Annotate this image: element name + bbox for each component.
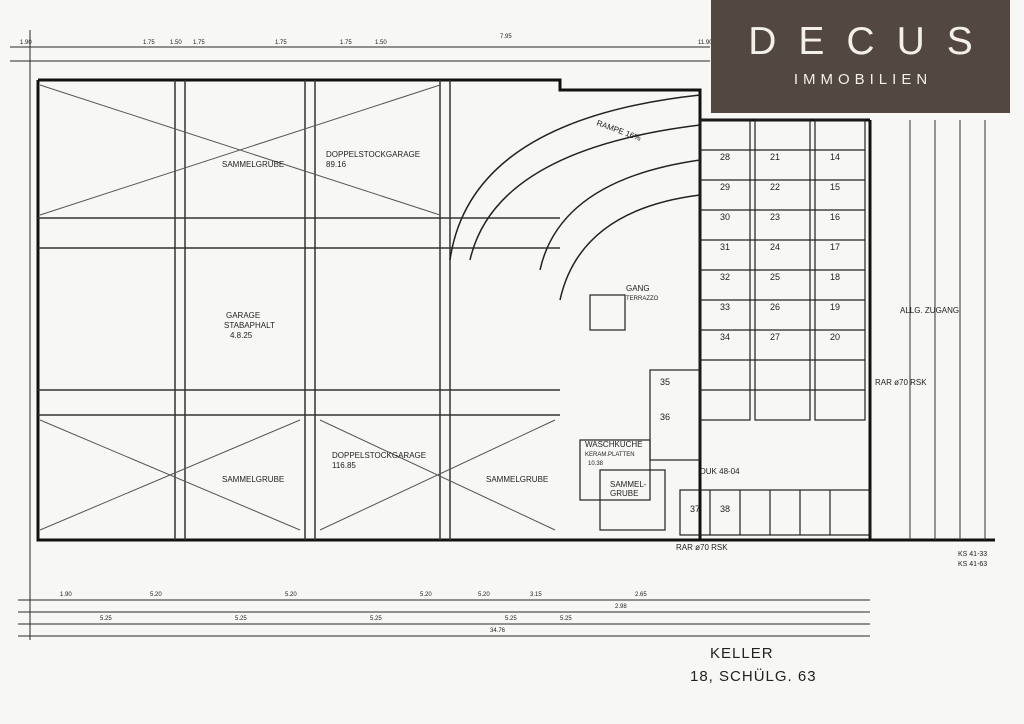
- dim-total: 34.76: [490, 628, 506, 634]
- dim-bottom-2: 5.20: [150, 592, 162, 598]
- room-area-garage: 4.8.25: [230, 331, 253, 340]
- room-label-waschkueche: WASCHKÜCHE: [585, 440, 642, 449]
- label-rar-bottom: RAR ø70 RSK: [676, 543, 728, 552]
- storage-cell-number: 31: [720, 242, 730, 252]
- room-label-gang-floor: TERRAZZO: [626, 296, 659, 302]
- logo-brand-name: DECUS: [748, 20, 995, 63]
- dim-top-4: 1.75: [193, 40, 205, 46]
- dim-top-1: 1.90: [20, 40, 32, 46]
- dim-top-9: 11.90: [698, 40, 713, 46]
- dim-bottom-row2-5: 5.25: [560, 616, 572, 622]
- room-label-doppelstockgarage-bottom: DOPPELSTOCKGARAGE: [332, 451, 426, 460]
- storage-cell-number: 17: [830, 242, 840, 252]
- storage-cell-number: 15: [830, 182, 840, 192]
- dim-bottom-row2-6: 2.98: [615, 604, 627, 610]
- storage-cell-number: 38: [720, 504, 730, 514]
- dim-bottom-row2-1: 5.25: [100, 616, 112, 622]
- storage-cell-number: 35: [660, 377, 670, 387]
- storage-cell-number: 20: [830, 332, 840, 342]
- storage-cell-number: 29: [720, 182, 730, 192]
- room-label-sammelgrube-bl: SAMMELGRUBE: [222, 475, 284, 484]
- storage-cell-numbers: 14 15 16 17 18 19 20 21 22 23 24 25 26 27 28 29 30 31 32 33…: [660, 152, 840, 514]
- dim-bottom-row2-3: 5.25: [370, 616, 382, 622]
- storage-cell-number: 16: [830, 212, 840, 222]
- dim-bottom-4: 5.20: [420, 592, 432, 598]
- room-label-waschkueche-floor: KERAM.PLATTEN: [585, 452, 635, 458]
- dim-bottom-row2-2: 5.25: [235, 616, 247, 622]
- dim-bottom-6: 3.15: [530, 592, 542, 598]
- storage-cell-number: 32: [720, 272, 730, 282]
- label-ks-1: KS 41-33: [958, 551, 987, 558]
- room-label-garage-floor: STABAPHALT: [224, 321, 275, 330]
- dim-top-6: 1.75: [340, 40, 352, 46]
- label-rar-right: RAR ø70 RSK: [875, 378, 927, 387]
- storage-cell-number: 36: [660, 412, 670, 422]
- storage-cell-number: 28: [720, 152, 730, 162]
- logo-brand-subtitle: IMMOBILIEN: [793, 71, 933, 88]
- dim-top-7: 1.50: [375, 40, 387, 46]
- room-label-garage: GARAGE: [226, 311, 260, 320]
- room-label-sammelgrube-r2: GRUBE: [610, 489, 638, 498]
- room-label-rampe: RAMPE 16%: [595, 118, 642, 142]
- plan-address: 18, SCHÜLG. 63: [690, 668, 817, 685]
- storage-cell-number: 23: [770, 212, 780, 222]
- storage-cell-number: 26: [770, 302, 780, 312]
- label-duk: DUK 48-04: [700, 467, 740, 476]
- room-area-doppelstockgarage-top: 89.16: [326, 160, 347, 169]
- dim-bottom-3: 5.20: [285, 592, 297, 598]
- room-label-zugang: ALLG. ZUGANG: [900, 306, 959, 315]
- plan-title: KELLER: [710, 645, 774, 662]
- dim-bottom-7: 2.65: [635, 592, 647, 598]
- storage-cell-number: 34: [720, 332, 730, 342]
- storage-cell-number: 18: [830, 272, 840, 282]
- dim-top-8: 7.95: [500, 34, 512, 40]
- storage-cell-number: 24: [770, 242, 780, 252]
- label-ks-2: KS 41-63: [958, 561, 987, 568]
- room-label-sammelgrube-tl: SAMMELGRUBE: [222, 160, 284, 169]
- dim-bottom-1: 1.90: [60, 592, 72, 598]
- plan-caption: KELLER 18, SCHÜLG. 63: [690, 645, 817, 685]
- dim-bottom-5: 5.20: [478, 592, 490, 598]
- room-area-waschkueche: 10.38: [588, 461, 604, 467]
- room-label-sammelgrube-r: SAMMEL-: [610, 480, 647, 489]
- storage-cell-number: 22: [770, 182, 780, 192]
- storage-cell-number: 33: [720, 302, 730, 312]
- storage-cell-number: 37: [690, 504, 700, 514]
- dim-top-3: 1.50: [170, 40, 182, 46]
- storage-cell-number: 27: [770, 332, 780, 342]
- room-label-doppelstockgarage-top: DOPPELSTOCKGARAGE: [326, 150, 420, 159]
- storage-cell-number: 30: [720, 212, 730, 222]
- storage-cell-number: 19: [830, 302, 840, 312]
- dim-top-5: 1.75: [275, 40, 287, 46]
- room-area-doppelstockgarage-bottom: 116.85: [332, 461, 356, 470]
- storage-cell-number: 21: [770, 152, 780, 162]
- dim-top-2: 1.75: [143, 40, 155, 46]
- decus-logo: DECUS IMMOBILIEN: [711, 0, 1010, 113]
- storage-cell-number: 25: [770, 272, 780, 282]
- room-label-sammelgrube-bm: SAMMELGRUBE: [486, 475, 548, 484]
- dim-bottom-row2-4: 5.25: [505, 616, 517, 622]
- room-label-gang: GANG: [626, 284, 650, 293]
- storage-cell-number: 14: [830, 152, 840, 162]
